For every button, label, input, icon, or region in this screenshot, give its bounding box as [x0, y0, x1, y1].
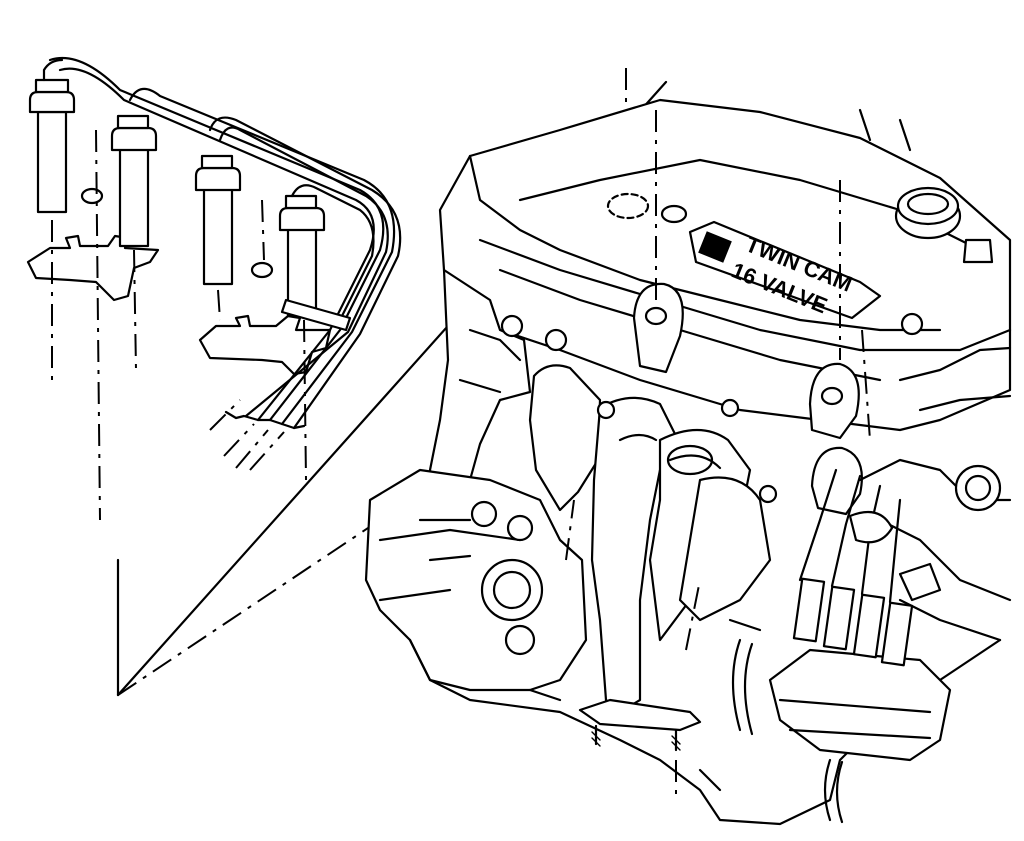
sensor-plug [954, 464, 1002, 512]
coil-bracket-2 [808, 362, 860, 440]
wire-retaining-clip [280, 298, 352, 332]
ignition-coil-connectors [768, 468, 952, 762]
lower-bracket [26, 234, 160, 302]
cover-bolt [962, 238, 994, 264]
oil-fill-cap [894, 186, 962, 240]
exploded-detail-view [26, 56, 402, 521]
vacuum-hose [731, 638, 754, 736]
exhaust-manifold [528, 364, 772, 714]
oil-filter-port [480, 558, 544, 622]
centerlines [51, 129, 307, 521]
logo-emblem-icon [698, 231, 732, 263]
coil-bracket-3 [810, 446, 863, 516]
spark-plug-boot-3 [194, 154, 242, 286]
spark-plug-boot-1 [28, 58, 76, 214]
nut-2 [250, 261, 274, 279]
spark-plug-wire-bundle [48, 56, 402, 430]
engine-block [364, 468, 588, 692]
nut-1 [80, 187, 104, 205]
engine-assembly: TWIN CAM 16 VALVE [364, 98, 1012, 826]
spark-plug-boot-2 [110, 114, 158, 248]
exhaust-flange [578, 698, 702, 732]
lower-cable [823, 758, 844, 824]
spark-plug-boot-4 [278, 194, 326, 318]
upper-bracket [198, 314, 332, 376]
coil-bracket-1 [632, 282, 684, 374]
